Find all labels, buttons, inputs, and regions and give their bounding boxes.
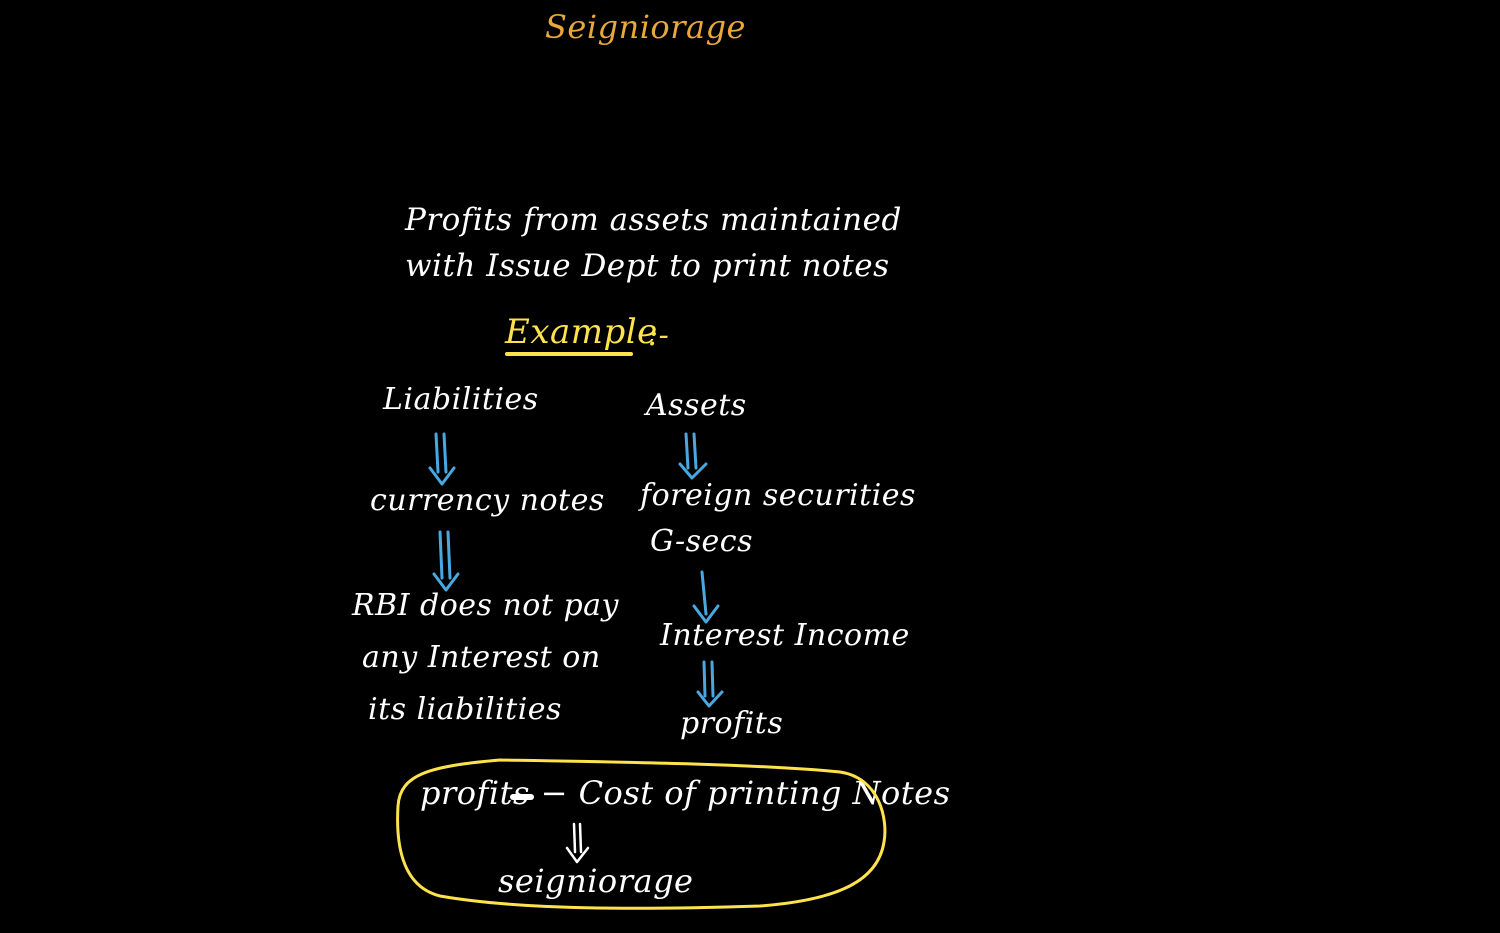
example-underline [505,352,633,356]
down-arrow-liabilities-to-notes [428,432,456,486]
conclusion-enclosure [396,758,887,910]
down-arrow-assets-to-securities [678,432,708,480]
down-arrow-interest-to-profits [696,660,724,708]
definition-line-2: with Issue Dept to print notes [405,248,890,284]
interest-income-label: Interest Income [660,618,910,653]
definition-line-1: Profits from assets maintained [405,202,902,238]
rbi-note-line-2: any Interest on [362,640,601,675]
currency-notes-label: currency notes [370,483,605,518]
page-title: Seigniorage [545,8,746,46]
gsecs-label: G-secs [650,524,754,559]
example-heading: Example [505,312,658,352]
seigniorage-result: seigniorage [498,862,694,900]
foreign-securities-label: foreign securities [640,478,916,513]
liabilities-heading: Liabilities [383,382,539,417]
down-arrow-formula-to-result [565,822,590,864]
down-arrow-notes-to-rbi [432,530,460,592]
assets-heading: Assets [646,388,747,423]
example-colon: :- [648,318,670,353]
rbi-note-line-3: its liabilities [368,692,562,727]
profits-label: profits [680,706,784,741]
minus-sign [510,794,534,800]
rbi-note-line-1: RBI does not pay [352,588,619,623]
down-arrow-gsecs-to-interest [692,570,720,624]
